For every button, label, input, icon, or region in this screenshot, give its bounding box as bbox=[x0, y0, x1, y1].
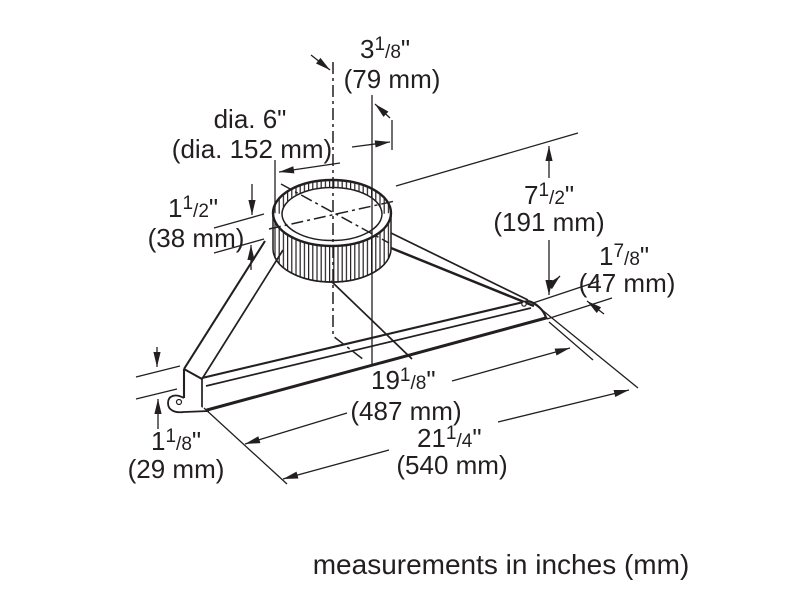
dim-arrow bbox=[351, 140, 391, 148]
rail-bottom-edge bbox=[205, 316, 548, 412]
dim-overall-length: 211/4" (540 mm) bbox=[282, 304, 639, 480]
dim-collar-height: 11/2" (38 mm) bbox=[148, 184, 265, 270]
rail-back-top-edge bbox=[201, 299, 529, 380]
flange-screw-hole bbox=[175, 398, 183, 406]
extension-tick bbox=[213, 213, 265, 229]
dim-overall-height: 71/2" (191 mm) bbox=[395, 132, 605, 295]
dim-label-imperial: 17/8" bbox=[599, 241, 649, 271]
dim-label-metric: (29 mm) bbox=[128, 454, 225, 484]
dim-label-metric: (79 mm) bbox=[344, 64, 441, 94]
dim-label-imperial: 11/8" bbox=[151, 426, 201, 456]
center-lines bbox=[268, 62, 396, 361]
leader-arrow bbox=[310, 54, 331, 71]
extension-line bbox=[546, 297, 613, 320]
dim-label-imperial: dia. 6" bbox=[214, 104, 287, 134]
mounting-flange bbox=[167, 394, 210, 414]
dim-duct-center-offset: 31/8" (79 mm) bbox=[310, 34, 441, 364]
extension-line bbox=[548, 321, 594, 361]
dim-arrow bbox=[278, 162, 341, 174]
dim-label-metric: (47 mm) bbox=[579, 268, 676, 298]
base-rail bbox=[167, 299, 548, 414]
extension-line bbox=[535, 304, 639, 389]
extension-line bbox=[203, 407, 288, 485]
dim-arrow bbox=[546, 275, 561, 290]
collar-band-ribs bbox=[272, 212, 392, 283]
dim-collar-diameter: dia. 6" (dia. 152 mm) bbox=[172, 104, 341, 207]
right-front-edge bbox=[390, 246, 535, 308]
vertical-center-line bbox=[332, 62, 365, 361]
dim-label-metric: (191 mm) bbox=[493, 207, 604, 237]
dim-label-metric: (38 mm) bbox=[148, 223, 245, 253]
dim-label-imperial: 191/8" bbox=[371, 365, 436, 395]
diagonal-center-line-a bbox=[280, 183, 390, 244]
dim-line bbox=[497, 389, 630, 423]
duct-collar bbox=[271, 178, 393, 283]
collar-inner-rim bbox=[281, 186, 383, 242]
dim-line bbox=[282, 449, 390, 480]
left-inner-edge bbox=[201, 249, 284, 380]
dim-line bbox=[244, 412, 348, 445]
dim-arrow bbox=[586, 300, 605, 315]
dim-line bbox=[451, 347, 571, 382]
dim-label-imperial: 31/8" bbox=[360, 34, 410, 64]
rail-front-top-edge bbox=[205, 307, 532, 387]
collar-outer-rim bbox=[271, 178, 393, 248]
extension-tick bbox=[135, 365, 181, 378]
dim-label-metric: (dia. 152 mm) bbox=[172, 134, 332, 164]
rail-left-end-top bbox=[183, 368, 203, 380]
units-note: measurements in inches (mm) bbox=[313, 549, 690, 580]
dim-inner-length: 191/8" (487 mm) bbox=[203, 321, 594, 485]
dim-label-metric: (487 mm) bbox=[350, 396, 461, 426]
leader-arrow bbox=[374, 103, 391, 119]
left-outer-edge bbox=[183, 240, 266, 370]
dim-label-imperial: 71/2" bbox=[524, 180, 574, 210]
dim-rail-height: 17/8" (47 mm) bbox=[532, 241, 676, 320]
dim-label-metric: (540 mm) bbox=[396, 450, 507, 480]
extension-tick bbox=[135, 388, 178, 400]
dim-label-imperial: 11/2" bbox=[168, 193, 218, 223]
extension-tick bbox=[213, 238, 265, 254]
right-screw-hole bbox=[521, 301, 527, 307]
dim-label-imperial: 211/4" bbox=[417, 423, 482, 453]
diagonal-center-line-b bbox=[268, 200, 396, 230]
right-back-edge bbox=[390, 232, 529, 301]
extension-line bbox=[395, 132, 579, 187]
extension-line bbox=[532, 280, 600, 304]
collar-inner-back-wall-ribs bbox=[273, 180, 391, 214]
dim-flange-height: 11/8" (29 mm) bbox=[128, 347, 225, 484]
